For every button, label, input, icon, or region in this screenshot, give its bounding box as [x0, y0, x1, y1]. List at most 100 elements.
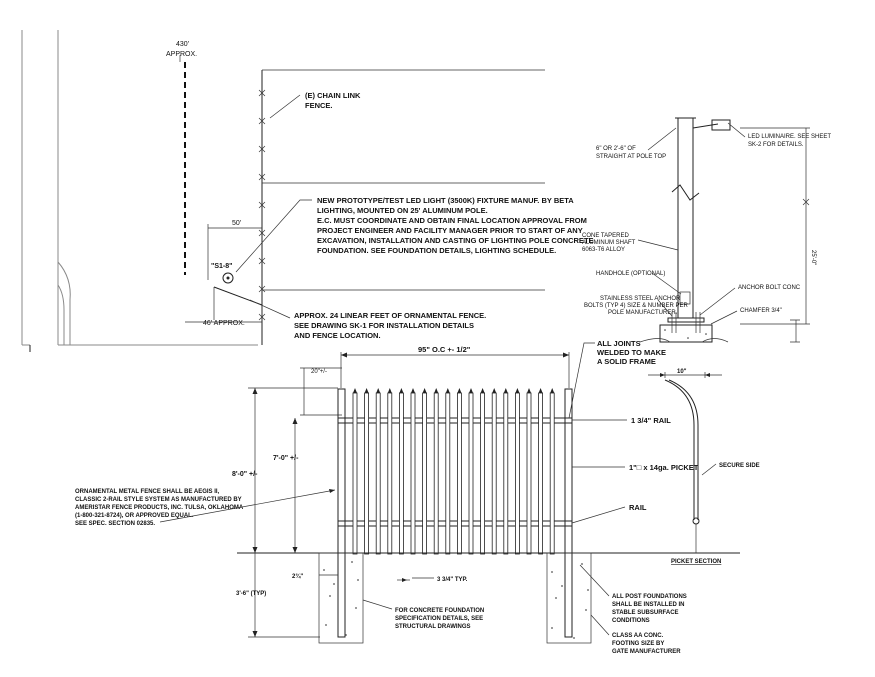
fence-picket: [456, 392, 462, 555]
fence-picket: [433, 392, 439, 555]
led-note-line4: PROJECT ENGINEER AND FACILITY MANAGER PR…: [317, 226, 583, 235]
concrete-aggregate-dot: [551, 571, 553, 573]
fence-top-rail: [337, 417, 573, 424]
fence-picket: [549, 392, 555, 555]
concrete-aggregate-dot: [561, 585, 563, 587]
fence-post-left: [337, 388, 346, 638]
fence-picket: [468, 392, 474, 555]
foundation-note-line2: SPECIFICATION DETAILS, SEE: [395, 616, 483, 622]
fence-picket-tip: [411, 388, 415, 393]
dim-10-label: 10": [677, 369, 687, 375]
luminaire-note-line1: LED LUMINAIRE. SEE SHEET: [748, 134, 831, 140]
picket-label: 1"□ x 14ga. PICKET: [629, 463, 699, 472]
ornamental-note-line2: CLASSIC 2-RAIL STYLE SYSTEM AS MANUFACTU…: [75, 497, 242, 503]
concrete-aggregate-dot: [329, 595, 331, 597]
foundation-note-line1: FOR CONCRETE FOUNDATION: [395, 608, 484, 614]
top-rail-label: 1 3/4" RAIL: [631, 416, 671, 425]
dim-20-label: 20"+/-: [311, 369, 327, 375]
fence-picket: [515, 392, 520, 555]
anchor-note-line1: STAINLESS STEEL ANCHOR: [600, 296, 681, 302]
picket-spacing-label: 3 3/4" TYP.: [437, 577, 468, 583]
dim-7ft-label: 7'-0" +/-: [273, 455, 299, 462]
chain-link-note-line1: (E) CHAIN LINK: [305, 91, 361, 100]
shaft-note-line3: 6063-T6 ALLOY: [582, 247, 625, 253]
chain-link-note-line2: FENCE.: [305, 101, 333, 110]
fence-picket-tip: [538, 388, 543, 393]
pole-height-dim-label: 25'-0": [810, 250, 816, 265]
concrete-aggregate-dot: [357, 579, 359, 581]
class-note-line3: GATE MANUFACTURER: [612, 649, 681, 655]
dim-8ft-label: 8'-0" +/-: [232, 471, 258, 478]
picket-section: 10" SECURE SIDE PICKET SECTION: [648, 369, 760, 565]
fence-note-line2: SEE DRAWING SK-1 FOR INSTALLATION DETAIL…: [294, 321, 474, 330]
led-note-line2: LIGHTING, MOUNTED ON 25' ALUMINUM POLE.: [317, 206, 488, 215]
class-note-line1: CLASS AA CONC.: [612, 633, 664, 639]
fence-picket: [491, 392, 497, 555]
fence-picket-tip: [353, 388, 357, 393]
fence-pickets: [352, 388, 555, 555]
post-note-line3: STABLE SUBSURFACE: [612, 610, 679, 616]
led-note-line3: E.C. MUST COORDINATE AND OBTAIN FINAL LO…: [317, 216, 587, 225]
fence-picket: [422, 392, 428, 555]
fence-picket: [538, 392, 543, 555]
class-note-line2: FOOTING SIZE BY: [612, 641, 664, 647]
secure-side-label: SECURE SIDE: [719, 463, 760, 469]
fence-post-right: [564, 388, 573, 638]
post-note-line4: CONDITIONS: [612, 618, 650, 624]
fence-picket: [526, 392, 532, 555]
ornamental-fence-note: ORNAMENTAL METAL FENCE SHALL BE AEGIS II…: [75, 489, 244, 527]
dim-50-label: 50': [232, 220, 241, 227]
shaft-note-line1: CONE TAPERED: [582, 233, 629, 239]
fence-picket-tip: [492, 388, 497, 393]
fence-picket-tip: [550, 388, 555, 393]
pole-detail: LED LUMINAIRE. SEE SHEET SK-2 FOR DETAIL…: [582, 117, 831, 343]
anchor-conc-label: ANCHOR BOLT CONC: [738, 285, 801, 291]
dim-430-label: 430': [176, 41, 189, 48]
dim-46-label: 46' APPROX.: [203, 320, 245, 327]
concrete-aggregate-dot: [587, 589, 589, 591]
concrete-aggregate-dot: [573, 637, 575, 639]
concrete-aggregate-dot: [323, 569, 325, 571]
dim-2-label: 2¾": [292, 573, 303, 580]
fence-picket: [375, 392, 381, 555]
joints-note-line1: ALL JOINTS: [597, 339, 641, 348]
rail-label: RAIL: [629, 503, 647, 512]
fence-picket: [352, 392, 358, 555]
fence-picket-tip: [434, 388, 439, 393]
pole-top-note-line2: STRAIGHT AT POLE TOP: [596, 154, 666, 160]
joints-note-line3: A SOLID FRAME: [597, 357, 656, 366]
post-note-line2: SHALL BE INSTALLED IN: [612, 602, 684, 608]
fence-note-line1: APPROX. 24 LINEAR FEET OF ORNAMENTAL FEN…: [294, 311, 486, 320]
fence-picket-tip: [457, 388, 462, 393]
concrete-aggregate-dot: [581, 563, 583, 565]
fence-picket-tip: [399, 388, 404, 393]
pole-top-note-line1: 6" OR 2'-6" OF: [596, 146, 636, 152]
dim-430-approx-label: APPROX.: [166, 51, 197, 58]
fence-picket-tip: [387, 388, 392, 393]
post-note-line1: ALL POST FOUNDATIONS: [612, 594, 687, 600]
foundation-left: [318, 552, 364, 644]
fence-picket: [503, 392, 509, 555]
foundation-note-line3: STRUCTURAL DRAWINGS: [395, 624, 471, 630]
concrete-aggregate-dot: [325, 624, 327, 626]
led-note-line5: EXCAVATION, INSTALLATION AND CASTING OF …: [317, 236, 594, 245]
fence-note-line3: AND FENCE LOCATION.: [294, 331, 381, 340]
fence-bottom-rail: [337, 520, 573, 527]
fence-picket: [364, 392, 370, 555]
fence-picket-tip: [376, 388, 381, 393]
joints-note-line2: WELDED TO MAKE: [597, 348, 666, 357]
fence-elevation-detail: 95" O.C +- 1/2" ALL JOINTS WELDED TO MAK…: [75, 339, 740, 655]
led-light-note: NEW PROTOTYPE/TEST LED LIGHT (3500K) FIX…: [317, 196, 594, 255]
fence-picket-tip: [364, 388, 369, 393]
ornamental-note-line4: (1-800-321-8724), OR APPROVED EQUAL.: [75, 513, 194, 519]
concrete-aggregate-dot: [551, 627, 553, 629]
foundation-right: [546, 552, 592, 644]
fence-picket-tip: [445, 388, 450, 393]
handhole-label: HANDHOLE (OPTIONAL): [596, 271, 665, 277]
luminaire-note-line2: SK-2 FOR DETAILS.: [748, 142, 804, 148]
led-note-line1: NEW PROTOTYPE/TEST LED LIGHT (3500K) FIX…: [317, 196, 574, 205]
fence-picket: [445, 392, 451, 555]
fence-picket-tip: [503, 388, 508, 393]
fence-oc-dim-label: 95" O.C +- 1/2": [418, 345, 471, 354]
